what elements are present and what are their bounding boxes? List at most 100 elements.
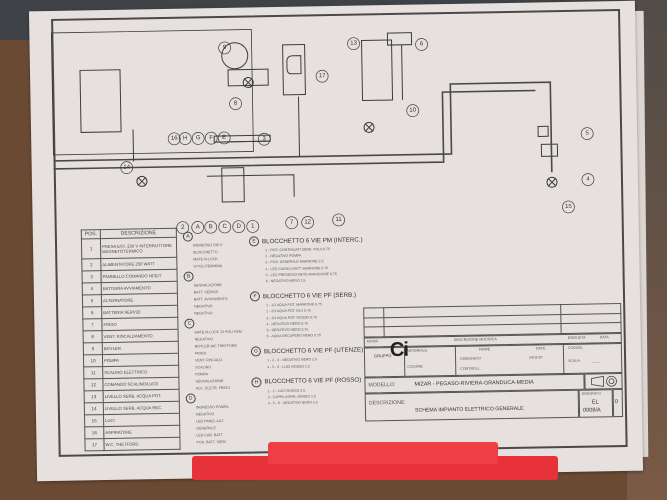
callout-15: 15 [565, 204, 572, 210]
harness-panel [206, 140, 295, 197]
lamp-icon [546, 176, 558, 188]
alternator-5-shape [537, 125, 549, 137]
legend-pos: 10 [83, 354, 103, 367]
fan-8-shape [227, 68, 269, 87]
callout-7: 7 [290, 220, 294, 226]
title-block: MODIF. DESCRIZIONE MODIFICA ESEGUITA DAT… [363, 303, 624, 447]
eseguita-label: ESEGUITA [567, 335, 586, 340]
boiler-area [50, 29, 254, 156]
block-E-title: BLOCCHETTO 6 VIE PM (INTERC.) [261, 236, 363, 245]
legend-header-pos: POS. [81, 229, 101, 239]
callout-10: 10 [409, 108, 416, 114]
disegnato-label: DISEGNATO [460, 356, 481, 361]
block-H-title: BLOCCHETTO 6 VIE PF (ROSSO) [264, 376, 362, 386]
battery-6-shape [386, 32, 413, 46]
lamp-icon [363, 121, 375, 133]
callout-6: 6 [420, 41, 424, 47]
callout-G: G [196, 135, 201, 141]
disegno-label: DISEGNO N. [581, 391, 602, 396]
revision-value: 0 [614, 399, 619, 406]
legend-pos: 1 [81, 238, 101, 259]
colore-label: COLORE: [407, 364, 424, 369]
red-clipboard-holder [192, 436, 558, 490]
block-G-title: BLOCCHETTO 6 VIE PF (UTENZE) [263, 346, 364, 356]
legend-pos: 4 [82, 282, 102, 295]
codice-label: CODICE: [567, 345, 583, 350]
wc-17-box [282, 44, 306, 96]
wc-17-bowl [286, 55, 302, 75]
legend-desc: PRESA EST. 230 V INTERRUTTORE MAGNETOTER… [100, 237, 177, 259]
legend-pos: 14 [84, 402, 104, 415]
callout-C: C [223, 224, 228, 230]
legend-pos: 6 [82, 306, 102, 319]
scala-label: SCALA [568, 358, 580, 363]
callout-F: F [209, 135, 213, 141]
projection-symbol-icon [591, 375, 617, 387]
callout-13: 13 [350, 41, 357, 47]
data-label: DATA [599, 335, 609, 340]
legend-pos: 5 [82, 294, 102, 307]
callout-17: 17 [319, 73, 326, 79]
callout-B: B [209, 224, 213, 230]
callout-11: 11 [335, 217, 342, 223]
legend-pos: 13 [84, 390, 104, 403]
harness-secondary [53, 89, 536, 170]
callout-4: 4 [586, 177, 590, 183]
lamp-icon [242, 77, 254, 89]
legend-pos: 7 [82, 318, 103, 331]
harness-drops [132, 44, 404, 162]
boiler-9-shape [221, 42, 249, 70]
legend-pos: 2 [81, 258, 101, 271]
callout-1: 1 [251, 223, 255, 229]
logo-group-text: GRUPPO [373, 353, 392, 359]
harness-main [53, 81, 553, 173]
callout-12: 12 [304, 219, 311, 225]
legend-pos: 8 [83, 330, 103, 343]
callout-H: H [183, 136, 187, 142]
drawn-date-value: 24/11/97 [529, 355, 543, 360]
materiale-label: MATERIALE: [406, 348, 429, 353]
connector-C-badge: C [184, 318, 195, 329]
date-label: DATE [535, 346, 546, 351]
power-supply-2-shape [221, 167, 245, 203]
connector-A-badge: A [182, 231, 193, 242]
connector-D-badge: D [185, 393, 196, 404]
drawing-number-prefix: EL [591, 399, 599, 406]
legend-pos: 17 [84, 438, 105, 451]
callout-8: 8 [234, 101, 238, 107]
callout-16: 16 [171, 136, 178, 142]
connector-B-badge: B [183, 271, 194, 282]
modello-label: MODELLO: [368, 381, 396, 389]
block-F-title: BLOCCHETTO 6 VIE PF (SERB.) [262, 291, 357, 301]
wiring-diagram: 9 8 17 13 6 10 5 4 15 14 16 H G F E 3 2 … [50, 29, 595, 235]
legend-desc: W.C. THETFORD [103, 437, 181, 451]
block-F-badge: F [249, 291, 261, 302]
legend-pos: 15 [84, 414, 104, 427]
schematic-sheet: 9 8 17 13 6 10 5 4 15 14 16 H G F E 3 2 … [28, 0, 644, 482]
projection-symbol-cell [584, 373, 623, 390]
callout-E: E [222, 135, 226, 141]
legend-pos: 12 [83, 378, 104, 391]
callout-D: D [237, 224, 242, 230]
block-G-badge: G [250, 346, 262, 357]
callout-5: 5 [585, 131, 589, 137]
callout-3: 3 [262, 136, 266, 142]
callout-14: 14 [123, 165, 130, 171]
block-E-badge: E [248, 236, 260, 247]
lamp-icon [136, 175, 148, 187]
legend-pos: 9 [83, 342, 103, 355]
callout-2: 2 [181, 225, 185, 231]
logo-mark: Ci [389, 338, 409, 362]
controll-label: CONTROLL. [460, 366, 481, 371]
legend-pos: 11 [83, 366, 103, 379]
descrizione-label: DESCRIZIONE: [368, 399, 406, 407]
pump-10-box [360, 39, 394, 102]
callout-A: A [196, 224, 200, 230]
tank-14-shape [79, 69, 122, 133]
modif-label: MODIF. [366, 339, 379, 344]
desc-modifica-label: DESCRIZIONE MODIFICA [453, 337, 497, 342]
block-H-badge: H [251, 377, 262, 388]
